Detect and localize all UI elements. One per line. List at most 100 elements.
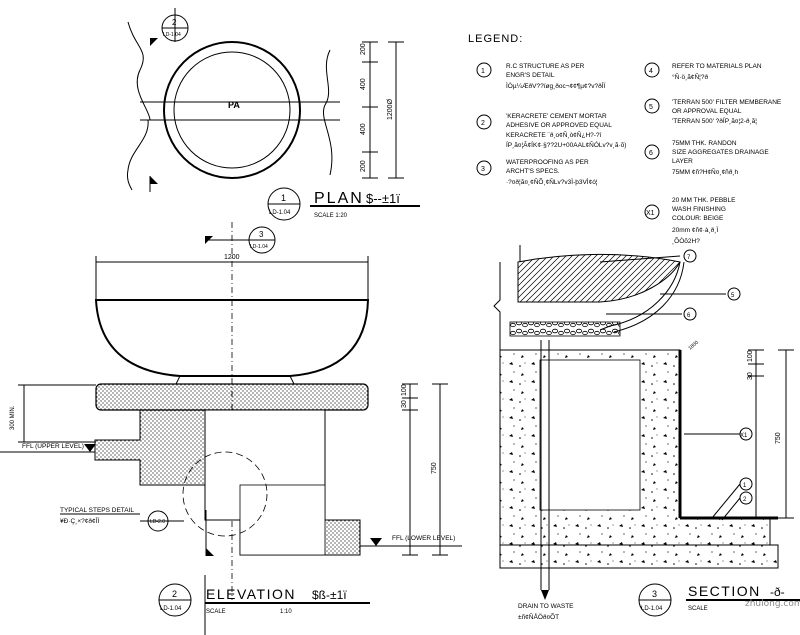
section-title-suffix: -ð-: [770, 585, 785, 599]
svg-text:5: 5: [649, 104, 653, 111]
svg-text:R.C STRUCTURE AS PER: R.C STRUCTURE AS PER: [506, 63, 585, 70]
section-callout-x1-label: X1: [740, 433, 748, 439]
svg-text:20 MM THK. PEBBLE: 20 MM THK. PEBBLE: [672, 197, 736, 204]
section-drain-1: DRAIN TO WASTE: [518, 603, 574, 610]
elevation-bubble-ref: LD-1.04: [160, 606, 182, 612]
svg-text:ADHESIVE OR APPROVED EQUAL: ADHESIVE OR APPROVED EQUAL: [506, 122, 612, 129]
section-title: SECTION: [688, 583, 761, 599]
svg-text:3: 3: [481, 166, 485, 173]
svg-text:X1: X1: [646, 210, 655, 217]
section-callout-1-label: 1: [743, 483, 747, 489]
svg-text:'TERRAN 500' FILTER MEMBERANE: 'TERRAN 500' FILTER MEMBERANE: [672, 99, 782, 106]
plan-bubble-ref: LD-1.04: [269, 210, 291, 216]
section-callout-5: [727, 287, 741, 301]
svg-text:REFER TO MATERIALS PLAN: REFER TO MATERIALS PLAN: [672, 63, 762, 70]
svg-text:KERACRETE ¨ð¸o¢Ñ¸ò¢Ñ¿H?-?î: KERACRETE ¨ð¸o¢Ñ¸ò¢Ñ¿H?-?î: [506, 130, 602, 139]
section-dim-right-1: 100: [747, 350, 754, 362]
svg-text:COLOUR: BEIGE: COLOUR: BEIGE: [672, 215, 724, 222]
section-callout-6: [683, 307, 697, 321]
elevation-dim-right-3: 750: [431, 462, 438, 474]
elevation-top-slab: [95, 383, 369, 411]
svg-text:¸ÕÒõ2H?: ¸ÕÒõ2H?: [672, 236, 700, 245]
section-callout-x1: [739, 427, 753, 441]
elevation-dim-right-2: 30: [401, 400, 408, 408]
plan-dim-2: 400: [360, 78, 367, 90]
watermark: zhulong.com: [745, 599, 800, 609]
section-dim-right-3: 750: [775, 432, 782, 444]
plan-title-suffix: $--±1ï: [366, 191, 400, 206]
break-line-left: [127, 21, 151, 121]
section-callout-2-label: 2: [743, 497, 747, 503]
section-view: DRAIN TO WASTE ±ñ¢ÑÅÖð¤ÕT 100 30 750 180…: [493, 245, 800, 621]
plan-bubble-num: 1: [281, 193, 286, 203]
section-callout-6-label: 6: [687, 313, 691, 319]
plan-title: PLAN: [314, 190, 364, 207]
elevation-section-cut-num: 3: [259, 230, 264, 239]
plan-dim-total: 1200Ø: [387, 98, 394, 120]
svg-text:WASH FINISHING: WASH FINISHING: [672, 206, 726, 213]
svg-text:1: 1: [481, 68, 485, 75]
plan-section-cut-num: 2: [172, 18, 177, 27]
elevation-steps-ref-bubble: [147, 510, 169, 532]
section-callout-5-label: 5: [731, 293, 735, 299]
section-dim-right-2: 30: [747, 372, 754, 380]
svg-text:75MM ¢ñ?H¢Ñ¤¸¢ñð¸h: 75MM ¢ñ?H¢Ñ¤¸¢ñð¸h: [672, 167, 739, 176]
section-bubble-ref: LD-1.04: [641, 606, 663, 612]
section-drain-2: ±ñ¢ÑÅÖð¤ÕT: [518, 612, 559, 621]
plan-dim-3: 400: [360, 123, 367, 135]
svg-text:6: 6: [649, 150, 653, 157]
legend: LEGEND: 1 R.C STRUCTURE AS PER ENGR'S DE…: [468, 33, 782, 245]
elevation-steps-note-1: TYPICAL STEPS DETAIL: [60, 507, 134, 514]
plan-label-pa: PA: [228, 100, 240, 110]
section-callout-2: [739, 491, 753, 505]
svg-text:'TERRAN 500' ?ðÍP¸ã¤¦2-ð¸ã¦: 'TERRAN 500' ?ðÍP¸ã¤¦2-ð¸ã¦: [672, 116, 757, 125]
legend-item-4: 4 REFER TO MATERIALS PLAN °Ñ·ö¸ã¢Ñ¦?ð: [644, 62, 762, 81]
break-line-left-lower: [127, 119, 149, 191]
elevation-dim-right-1: 100: [401, 384, 408, 396]
elevation-ffl-lower: FFL (LOWER LEVEL): [392, 535, 455, 542]
basin-inner-circle: [173, 51, 291, 169]
svg-text:4: 4: [649, 68, 653, 75]
svg-text:·?¤ð¦ã¤¸¢ÑÕ¸¢ÑLv?v3Ï-þ3VÌ¢ó¦: ·?¤ð¦ã¤¸¢ÑÕ¸¢ÑLv?v3Ï-þ3VÌ¢ó¦: [506, 177, 598, 186]
svg-text:ARCHT'S SPECS.: ARCHT'S SPECS.: [506, 168, 560, 175]
elevation-scale-value: 1:10: [280, 609, 292, 615]
legend-title: LEGEND:: [468, 33, 523, 45]
legend-item-6: 6 75MM THK. RANDON SIZE AGGREGATES DRAIN…: [644, 140, 769, 176]
section-pebble-layer: [509, 321, 621, 337]
svg-text:'KERACRETE' CEMENT MORTAR: 'KERACRETE' CEMENT MORTAR: [506, 113, 607, 120]
legend-item-1: 1 R.C STRUCTURE AS PER ENGR'S DETAIL ÌÒµ…: [476, 62, 606, 90]
svg-text:SIZE AGGREGATES DRAINAGE: SIZE AGGREGATES DRAINAGE: [672, 149, 769, 156]
elevation-steps-note-2: ¥Ð·Ç¸×?¢ð¢ÌÏ: [60, 516, 99, 525]
section-callouts: 7 5 6 X1 1 2: [599, 249, 753, 521]
plan-dim-1: 200: [360, 43, 367, 55]
svg-text:ENGR'S DETAIL: ENGR'S DETAIL: [506, 72, 555, 79]
svg-text:ÍP¸ã¤¦Ã¢ÍK¢·§??2U+00AAL¢ÑÓLv?v: ÍP¸ã¤¦Ã¢ÍK¢·§??2U+00AAL¢ÑÓLv?v¸ã·õ): [506, 140, 626, 149]
svg-text:OR APPROVAL EQUAL: OR APPROVAL EQUAL: [672, 108, 742, 115]
svg-text:°Ñ·ö¸ã¢Ñ¦?ð: °Ñ·ö¸ã¢Ñ¦?ð: [672, 72, 708, 81]
legend-item-x1: X1 20 MM THK. PEBBLE WASH FINISHING COLO…: [644, 197, 736, 245]
elevation-detail-circle: [182, 451, 268, 537]
section-callout-7: [683, 249, 697, 263]
svg-text:75MM THK. RANDON: 75MM THK. RANDON: [672, 140, 737, 147]
elevation-dim-left: 300 MIN.: [10, 405, 16, 430]
basin-outer-circle: [163, 41, 301, 179]
elevation-section-cut-ref: LD-1.04: [250, 244, 268, 250]
svg-text:ÌÒµ¼ÆðV??ïøg¸ðoc¬¢¢¶µ¢?v?ðÌÏ: ÌÒµ¼ÆðV??ïøg¸ðoc¬¢¢¶µ¢?v?ðÌÏ: [506, 81, 606, 90]
section-callout-1: [739, 477, 753, 491]
legend-item-5: 5 'TERRAN 500' FILTER MEMBERANE OR APPRO…: [644, 98, 782, 125]
svg-text:LAYER: LAYER: [672, 158, 693, 165]
break-line-right: [323, 49, 333, 176]
plan-view: PA 200 400 400 200 1200Ø 2 LD-1.04 1 LD-…: [127, 8, 420, 221]
legend-item-3: 3 WATERPROOFING AS PER ARCHT'S SPECS. ·?…: [476, 159, 598, 186]
elevation-scale-label: SCALE: [206, 609, 226, 615]
section-scale-label: SCALE: [688, 606, 708, 612]
svg-text:2: 2: [481, 120, 485, 127]
plan-dim-4: 200: [360, 160, 367, 172]
elevation-view: 3 LD-1.04 1200 300 MIN. FFL (UPPER LEVEL…: [0, 222, 462, 635]
plan-scale: SCALE 1:20: [314, 213, 348, 219]
elevation-ffl-upper: FFL (UPPER LEVEL): [22, 443, 84, 450]
svg-text:WATERPROOFING AS PER: WATERPROOFING AS PER: [506, 159, 589, 166]
svg-text:20mm ¢ñ¢·à¸ð¸Ï: 20mm ¢ñ¢·à¸ð¸Ï: [672, 226, 718, 234]
elevation-bowl: [94, 299, 370, 377]
